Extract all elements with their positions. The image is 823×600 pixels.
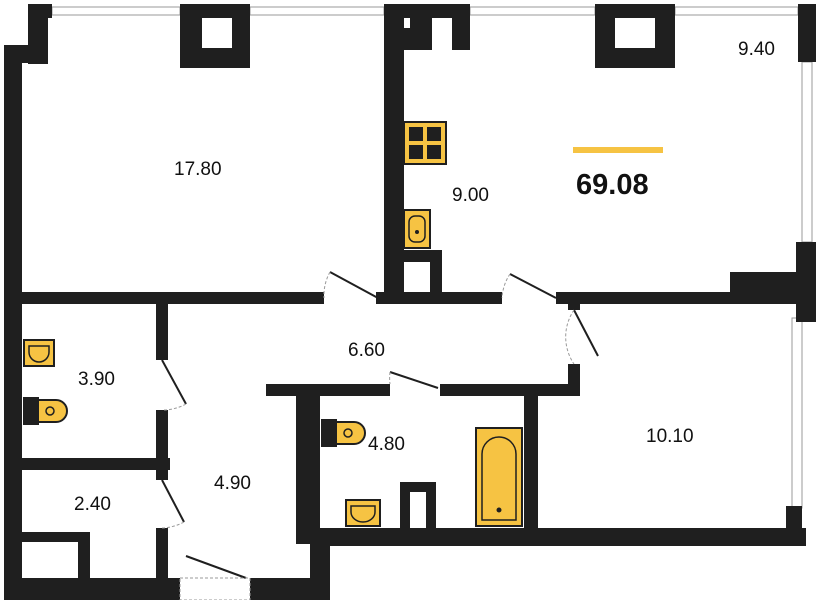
window-top-middle <box>249 6 385 16</box>
door-entrance <box>185 555 247 579</box>
room-area-storage: 2.40 <box>74 494 111 515</box>
room-area-bedroom-2: 10.10 <box>646 426 694 447</box>
fixtures <box>23 121 523 527</box>
room-area-corridor: 6.60 <box>348 340 385 361</box>
room-area-kitchen: 9.00 <box>452 185 489 206</box>
window-right-balcony <box>801 61 813 243</box>
window-top-kitchen <box>469 6 596 16</box>
room-area-toilet: 3.90 <box>78 369 115 390</box>
toilet-sink-icon <box>23 339 55 367</box>
room-area-bedroom-1: 17.80 <box>174 159 222 180</box>
window-right-bedroom <box>791 317 803 509</box>
toilet-icon <box>23 397 68 425</box>
walls <box>4 4 816 600</box>
total-area-underline <box>573 147 663 153</box>
door-bedroom-2 <box>573 309 599 357</box>
stove-icon <box>403 121 447 165</box>
bathtub-icon <box>475 427 523 527</box>
door-bedroom-1 <box>329 271 379 299</box>
kitchen-sink-icon <box>403 209 431 249</box>
window-top-left <box>51 6 181 16</box>
bathroom-sink-icon <box>345 499 381 527</box>
door-bathroom <box>389 371 439 389</box>
door-storage <box>161 479 185 523</box>
door-kitchen <box>509 273 557 299</box>
door-toilet <box>161 359 187 405</box>
room-area-hall: 4.90 <box>214 473 251 494</box>
total-area: 69.08 <box>576 169 649 201</box>
bathroom-toilet-icon <box>321 419 366 447</box>
room-area-balcony: 9.40 <box>738 39 775 60</box>
room-area-bathroom: 4.80 <box>368 434 405 455</box>
doors <box>161 271 599 600</box>
window-top-balcony <box>674 6 799 16</box>
room-labels: 17.80 9.00 9.40 6.60 3.90 4.80 4.90 2.40… <box>74 39 775 515</box>
